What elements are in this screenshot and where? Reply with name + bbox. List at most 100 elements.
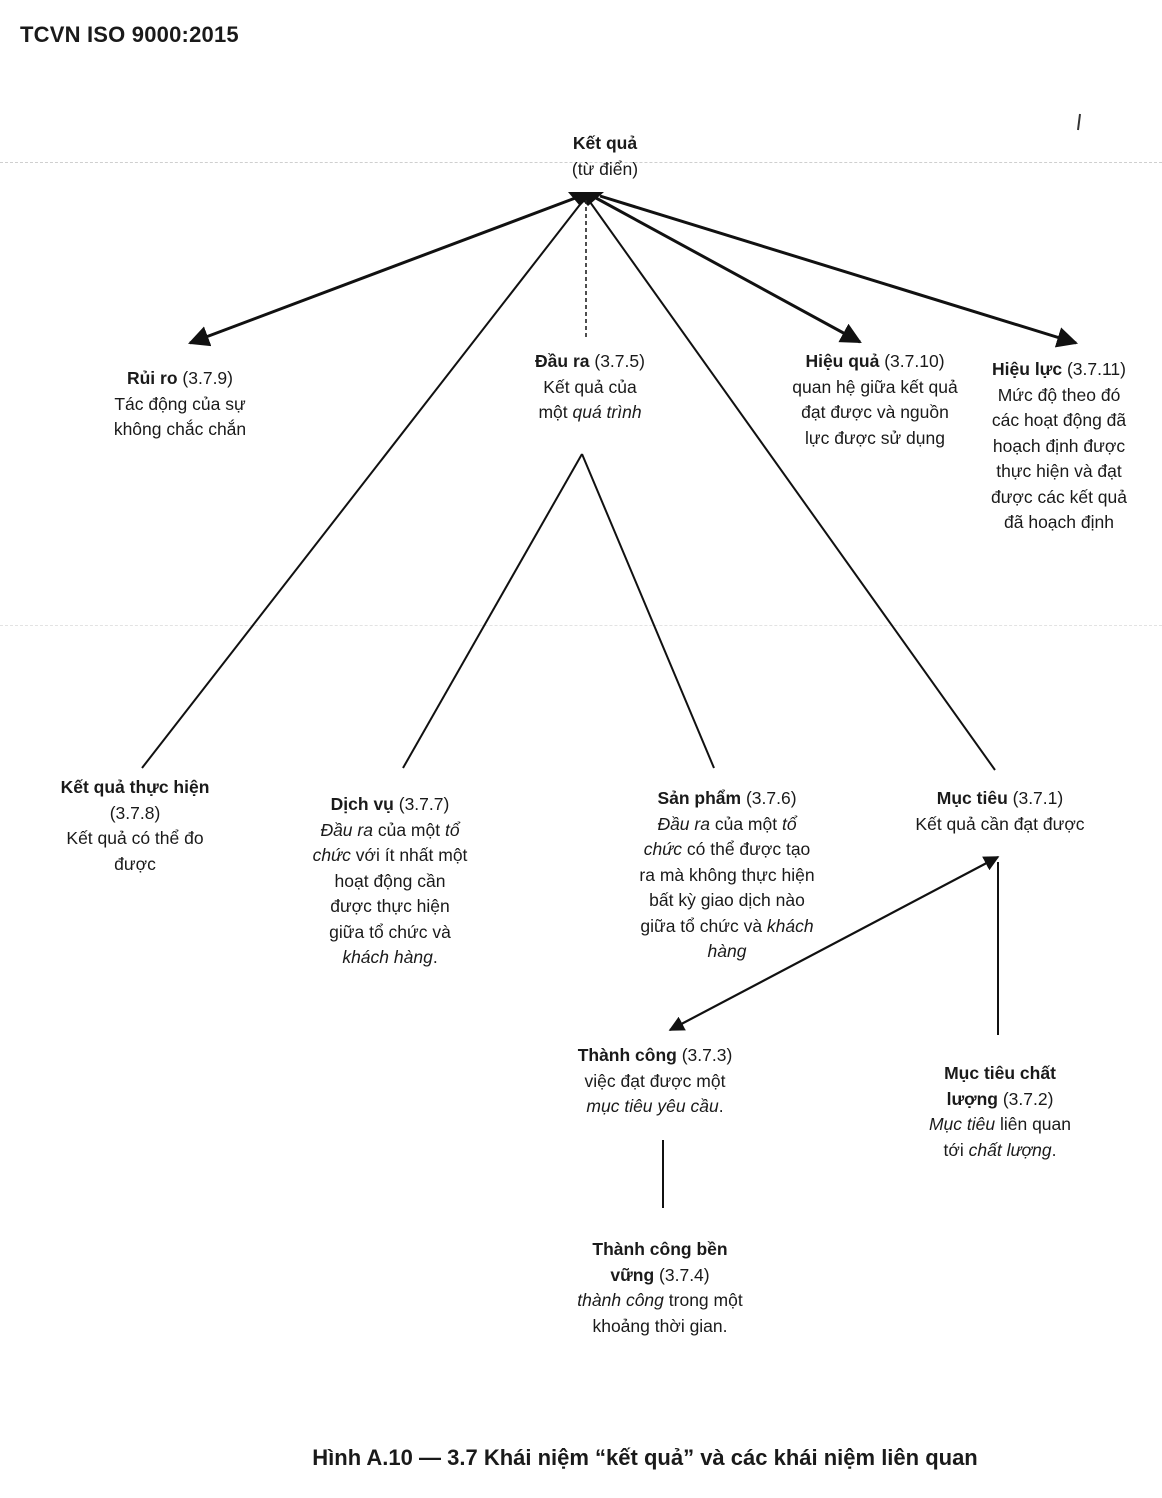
- node-def-text: có thể được tạo: [682, 839, 811, 859]
- node-term: Dịch vụ: [330, 794, 394, 814]
- node-def-term-ref: Đầu ra: [657, 813, 710, 834]
- node-def-line: được các kết quả: [990, 486, 1128, 507]
- edge-ketqua-muctieu: [589, 201, 996, 771]
- node-def-text: .: [432, 947, 438, 967]
- node-def-line: lực được sử dụng: [804, 427, 945, 448]
- node-def-line: được: [114, 853, 156, 874]
- node-def-term-ref: Đầu ra: [320, 819, 373, 840]
- hub-arrowhead: [568, 192, 604, 206]
- node-def-line: Kết quả cần đạt được: [915, 813, 1085, 834]
- node-def-line: giữa tổ chức và: [329, 921, 451, 942]
- scan-speck: [1077, 113, 1081, 131]
- node-def-text: liên quan: [995, 1114, 1072, 1134]
- node-ref: (3.7.3): [676, 1045, 733, 1065]
- scan-artifact-line: [0, 625, 1162, 626]
- node-def-term-ref: mục tiêu yêu cầu: [586, 1096, 719, 1116]
- node-def-line: Tác động của sự: [114, 393, 246, 414]
- node-thanh-cong: Thành công (3.7.3) việc đạt được một mục…: [545, 1043, 765, 1120]
- edge-ketqua-ketquathuchien: [141, 201, 583, 769]
- node-def-text: giữa tổ chức và: [640, 915, 767, 936]
- node-def-text: một: [538, 402, 573, 422]
- node-term: Rủi ro: [126, 368, 178, 388]
- node-def-line: hoạt động cần: [334, 870, 446, 891]
- node-hieu-luc: Hiệu lực (3.7.11) Mức độ theo đó các hoạ…: [974, 357, 1144, 536]
- node-term: Hiệu lực: [992, 359, 1063, 379]
- node-def-line: bất kỳ giao dịch nào: [649, 890, 805, 910]
- node-ref: (3.7.2): [997, 1088, 1054, 1109]
- node-def-text: của một: [372, 819, 445, 840]
- node-def-term-ref: chất lượng: [968, 1139, 1052, 1160]
- edge-ketqua-ruiro: [188, 195, 579, 347]
- node-term: Thành công bền: [592, 1239, 728, 1259]
- node-ref: (3.7.1): [1007, 788, 1064, 808]
- node-dau-ra: Đầu ra (3.7.5) Kết quả của một quá trình: [490, 349, 690, 426]
- node-term: Sản phẩm: [657, 788, 742, 808]
- node-thanh-cong-ben-vung: Thành công bền vững (3.7.4) thành công t…: [540, 1237, 780, 1339]
- node-muc-tieu-chat-luong: Mục tiêu chất lượng (3.7.2) Mục tiêu liê…: [890, 1061, 1110, 1163]
- node-def-line: thực hiện và đạt: [996, 461, 1122, 481]
- node-def-text: trong một: [663, 1290, 743, 1310]
- node-def-line: Kết quả của: [543, 376, 637, 397]
- node-def-text: với ít nhất một: [350, 845, 468, 865]
- node-term: Kết quả thực hiện: [60, 777, 210, 797]
- node-def-line: quan hệ giữa kết quả: [792, 376, 958, 397]
- node-def-line: các hoạt động đã: [991, 410, 1127, 430]
- node-term: Mục tiêu chất: [944, 1063, 1056, 1083]
- node-def-term-ref: quá trình: [572, 402, 642, 422]
- node-san-pham: Sản phẩm (3.7.6) Đầu ra của một tổ chức …: [612, 786, 842, 965]
- node-def-text: của một: [709, 813, 782, 834]
- node-def-line: đã hoạch định: [1004, 512, 1114, 532]
- document-header: TCVN ISO 9000:2015: [20, 22, 239, 47]
- node-def-line: không chắc chắn: [113, 419, 247, 439]
- node-def-term-ref: chức: [312, 845, 351, 865]
- edge-muctieu-thanhcong: [668, 856, 1000, 1031]
- node-ref: (3.7.6): [741, 788, 797, 808]
- node-term: vững: [610, 1264, 655, 1285]
- node-def-line: Kết quả có thể đo: [66, 828, 204, 848]
- node-ref: (từ điển): [571, 158, 639, 179]
- node-term: Đầu ra: [535, 351, 590, 371]
- edge-daura-sanpham: [581, 453, 715, 769]
- node-ket-qua: Kết quả (từ điển): [540, 131, 670, 182]
- edge-daura-dichvu: [402, 453, 583, 769]
- node-ref: (3.7.9): [177, 368, 233, 388]
- edge-ketqua-hieuqua: [595, 196, 862, 344]
- node-def-line: việc đạt được một: [584, 1070, 726, 1091]
- node-term: Kết quả: [572, 133, 638, 153]
- node-ref: (3.7.5): [589, 351, 645, 371]
- node-def-text: .: [718, 1096, 724, 1116]
- edge-ketqua-hieuluc: [599, 194, 1079, 348]
- node-ref: (3.7.7): [393, 794, 450, 814]
- node-def-line: hoạch định được: [992, 435, 1126, 456]
- node-term: Mục tiêu: [936, 788, 1008, 808]
- node-ref: (3.7.4): [654, 1264, 710, 1285]
- node-term: Hiệu quả: [805, 351, 880, 371]
- node-def-line: được thực hiện: [330, 896, 450, 916]
- node-def-term-ref: Mục tiêu: [928, 1114, 996, 1134]
- node-def-term-ref: hàng: [707, 941, 747, 961]
- node-def-text: .: [1051, 1139, 1057, 1160]
- node-hieu-qua: Hiệu quả (3.7.10) quan hệ giữa kết quả đ…: [772, 349, 978, 451]
- node-term: Thành công: [577, 1045, 677, 1065]
- node-term: lượng: [946, 1088, 998, 1109]
- node-def-term-ref: thành công: [577, 1290, 664, 1310]
- scan-artifact-line: [0, 162, 1162, 163]
- node-def-term-ref: tổ: [781, 813, 797, 834]
- node-def-term-ref: chức: [643, 839, 683, 859]
- node-ref: (3.7.8): [109, 802, 161, 823]
- node-def-line: đạt được và nguồn: [801, 402, 949, 422]
- node-def-term-ref: khách hàng: [342, 947, 433, 967]
- node-ket-qua-thuc-hien: Kết quả thực hiện (3.7.8) Kết quả có thể…: [35, 775, 235, 877]
- node-ref: (3.7.11): [1062, 359, 1126, 379]
- node-def-line: Mức độ theo đó: [997, 384, 1121, 405]
- node-def-line: khoảng thời gian.: [592, 1315, 728, 1336]
- node-muc-tieu: Mục tiêu (3.7.1) Kết quả cần đạt được: [880, 786, 1120, 837]
- node-rui-ro: Rủi ro (3.7.9) Tác động của sự không chắ…: [80, 366, 280, 443]
- node-dich-vu: Dịch vụ (3.7.7) Đầu ra của một tổ chức v…: [290, 792, 490, 971]
- node-def-line: ra mà không thực hiện: [639, 864, 815, 885]
- node-def-term-ref: khách: [766, 915, 814, 936]
- node-def-text: tới: [943, 1139, 969, 1160]
- node-ref: (3.7.10): [879, 351, 945, 371]
- figure-caption: Hình A.10 — 3.7 Khái niệm “kết quả” và c…: [312, 1445, 978, 1470]
